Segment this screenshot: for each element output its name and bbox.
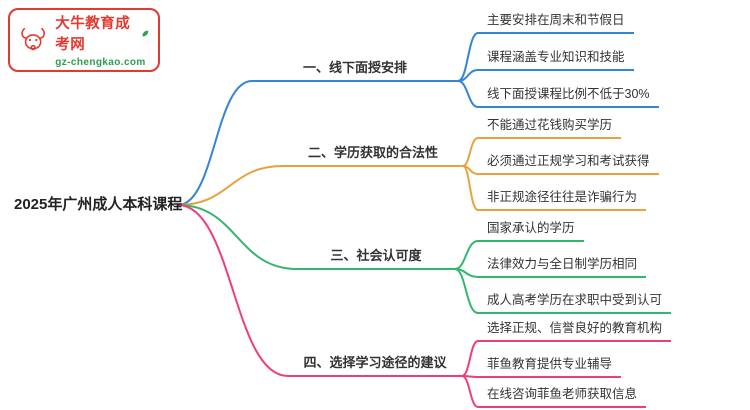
logo-text: 大牛教育成考网 gz-chengkao.com: [55, 12, 150, 68]
connector-path: [177, 204, 289, 377]
connector-path: [454, 240, 479, 270]
leaf-node: 主要安排在周末和节假日: [478, 11, 634, 34]
leaf-node: 非正规途径往往是诈骗行为: [478, 188, 647, 211]
leaf-node: 课程涵盖专业知识和技能: [478, 48, 634, 71]
root-node: 2025年广州成人本科课程: [14, 196, 183, 213]
connector-path: [177, 204, 298, 270]
logo-url: gz-chengkao.com: [55, 57, 146, 68]
leaf-node: 必须通过正规学习和考试获得: [478, 152, 659, 175]
leaf-node: 菲鱼教育提供专业辅导: [478, 355, 622, 378]
logo-title: 大牛教育成考网: [55, 16, 131, 53]
branch-node-4: 四、选择学习途径的建议: [288, 354, 462, 377]
connector-path: [177, 165, 284, 206]
leaf-node: 在线咨询菲鱼老师获取信息: [478, 385, 647, 408]
leaf-node: 成人高考学历在求职中受到认可: [478, 291, 672, 314]
leaf-node: 线下面授课程比例不低于30%: [478, 85, 659, 108]
connector-path: [454, 268, 479, 314]
leaf-node: 国家承认的学历: [478, 219, 584, 242]
leaf-node: 法律效力与全日制学历相同: [478, 255, 647, 278]
leaf-icon: [142, 30, 149, 36]
branch-node-3: 三、社会认可度: [297, 247, 455, 270]
connector-path: [461, 375, 479, 408]
connector-path: [457, 80, 479, 108]
connector-path: [177, 80, 253, 206]
branch-node-1: 一、线下面授安排: [252, 59, 458, 82]
connector-path: [462, 137, 479, 167]
logo: 大牛教育成考网 gz-chengkao.com: [8, 8, 160, 72]
branch-node-2: 二、学历获取的合法性: [283, 144, 463, 167]
leaf-node: 不能通过花钱购买学历: [478, 116, 622, 139]
connector-path: [457, 32, 479, 82]
bull-icon: [21, 27, 45, 51]
leaf-node: 选择正规、信誉良好的教育机构: [478, 319, 672, 342]
connector-path: [461, 340, 479, 377]
connector-path: [462, 165, 479, 211]
